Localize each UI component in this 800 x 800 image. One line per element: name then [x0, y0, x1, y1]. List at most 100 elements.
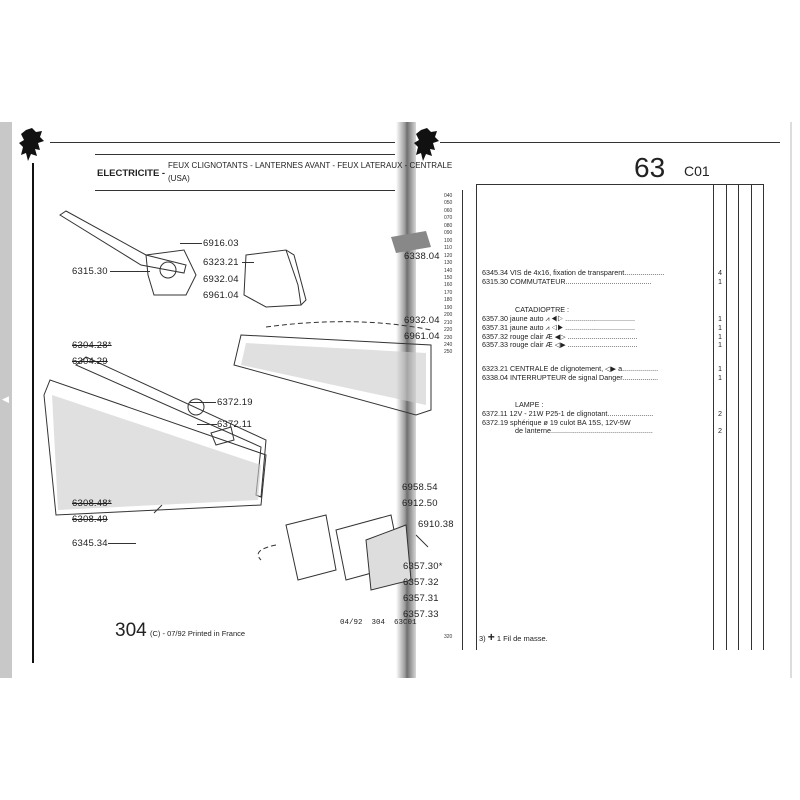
callout-label: 6357.31	[403, 593, 439, 604]
callout-label: 6357.32	[403, 577, 439, 588]
part-row: 6323.21 CENTRALE de clignotement, ◁▶ a..…	[482, 364, 659, 373]
peugeot-lion-logo-right	[414, 128, 439, 161]
part-qty: 1	[718, 373, 722, 382]
table-rule	[763, 184, 764, 650]
part-row: 6315.30 COMMUTATEUR.....................…	[482, 277, 652, 286]
top-rule	[50, 142, 395, 143]
part-qty: 4	[718, 268, 722, 277]
bulb-spherical	[187, 398, 205, 416]
line-number: 240	[444, 342, 453, 348]
part-qty: 1	[718, 277, 722, 286]
leader-line	[190, 402, 216, 403]
part-row-continued: de lanterne.............................…	[515, 426, 653, 435]
leader-line	[180, 243, 202, 244]
callout-label: 6315.30	[72, 266, 108, 277]
callout-label: 6304.28*	[72, 340, 112, 351]
callout-label: 6916.03	[203, 238, 239, 249]
line-number: 110	[444, 245, 452, 252]
exploded-parts-diagram	[43, 210, 432, 591]
viewer-left-strip: ◀	[0, 122, 12, 678]
part-row: 6372.19 sphérique ø 19 culot BA 15S, 12V…	[482, 418, 631, 427]
part-qty: 2	[718, 409, 722, 418]
left-arrow-icon[interactable]: ◀	[2, 394, 9, 404]
leader-line	[242, 262, 254, 263]
line-number: 130	[444, 260, 453, 267]
line-number: 250	[444, 349, 453, 356]
group-code: C01	[684, 163, 710, 179]
callout-label: 6357.30*	[403, 561, 443, 572]
line-number: 190	[444, 304, 453, 311]
part-row: 6357.33 rouge clair Æ ◁▶ ...............…	[482, 340, 638, 349]
line-number: 120	[444, 252, 453, 259]
line-number: 180	[444, 297, 453, 304]
table-rule	[726, 184, 727, 650]
line-number: 200	[444, 312, 453, 319]
line-number: 080	[444, 222, 453, 229]
callout-label: 6961.04	[203, 290, 239, 301]
line-number: 140	[444, 267, 453, 274]
header-bottom-rule	[95, 190, 395, 191]
callout-label: 6338.04	[404, 251, 440, 262]
header-rule	[95, 154, 395, 155]
flasher-unit	[243, 249, 302, 308]
callout-label: 6304.29	[72, 356, 108, 367]
callout-label: 6958.54	[402, 482, 438, 493]
leader-line	[108, 543, 136, 544]
table-rule	[476, 184, 477, 650]
part-row: 6357.32 rouge clair Æ ◀▷ ...............…	[482, 332, 638, 341]
callout-label: 6308.49	[72, 514, 108, 525]
footer-code: 04/92 304 63C01	[340, 619, 417, 627]
table-rule	[713, 184, 714, 650]
footnote: 3) + 1 Fil de masse.	[479, 630, 548, 644]
page-title: FEUX CLIGNOTANTS - LANTERNES AVANT - FEU…	[168, 161, 453, 170]
group-number: 63	[634, 152, 666, 183]
screw-side	[415, 534, 429, 548]
callout-label: 6961.04	[404, 331, 440, 342]
line-number: 100	[444, 237, 453, 244]
line-number: 040	[444, 193, 453, 199]
table-rule	[738, 184, 739, 650]
table-top-rule	[476, 184, 764, 185]
line-number: 220	[444, 327, 453, 334]
switch-lever	[59, 210, 187, 274]
left-margin-rule	[32, 163, 34, 663]
footer-edition: (C) - 07/92 Printed in France	[150, 629, 246, 638]
footer-model: 304	[115, 620, 147, 641]
switch-body	[145, 249, 197, 296]
part-row: 6345.34 VIS de 4x16, fixation de transpa…	[482, 268, 665, 277]
line-number: 060	[444, 207, 453, 214]
part-qty: 2	[718, 426, 722, 435]
part-heading: LAMPE :	[515, 400, 544, 409]
front-lens	[43, 379, 267, 516]
line-number: 160	[444, 282, 453, 289]
part-row: 6357.30 jaune auto ⩘ ◀▷ ................…	[482, 314, 635, 323]
callout-label: 6372.11	[217, 419, 253, 430]
leader-line	[197, 424, 217, 425]
screw	[153, 504, 163, 514]
table-rule	[462, 190, 463, 650]
part-row: 6338.04 INTERRUPTEUR de signal Danger...…	[482, 373, 659, 382]
callout-label: 6323.21	[203, 257, 239, 268]
hazard-switch	[391, 231, 431, 253]
part-qty: 1	[718, 314, 722, 323]
callout-label: 6357.33	[403, 609, 439, 620]
top-rule-right	[440, 142, 780, 143]
callout-label: 6372.19	[217, 397, 253, 408]
callout-label: 6345.34	[72, 538, 108, 549]
callout-label: 6910.38	[418, 519, 454, 530]
line-number: 070	[444, 215, 453, 222]
part-qty: 1	[718, 332, 722, 341]
part-heading: CATADIOPTRE :	[515, 305, 570, 314]
line-number: 320	[444, 634, 453, 640]
side-marker-housing	[285, 514, 337, 581]
callout-label: 6932.04	[203, 274, 239, 285]
line-number: 230	[444, 334, 453, 341]
page-subtitle: (USA)	[168, 174, 190, 183]
section-title: ELECTRICITE -	[97, 168, 166, 179]
table-rule	[751, 184, 752, 650]
line-number: 210	[444, 319, 453, 326]
leader-line	[110, 271, 150, 272]
part-qty: 1	[718, 323, 722, 332]
line-number: 090	[444, 230, 453, 237]
line-number: 170	[444, 289, 453, 296]
